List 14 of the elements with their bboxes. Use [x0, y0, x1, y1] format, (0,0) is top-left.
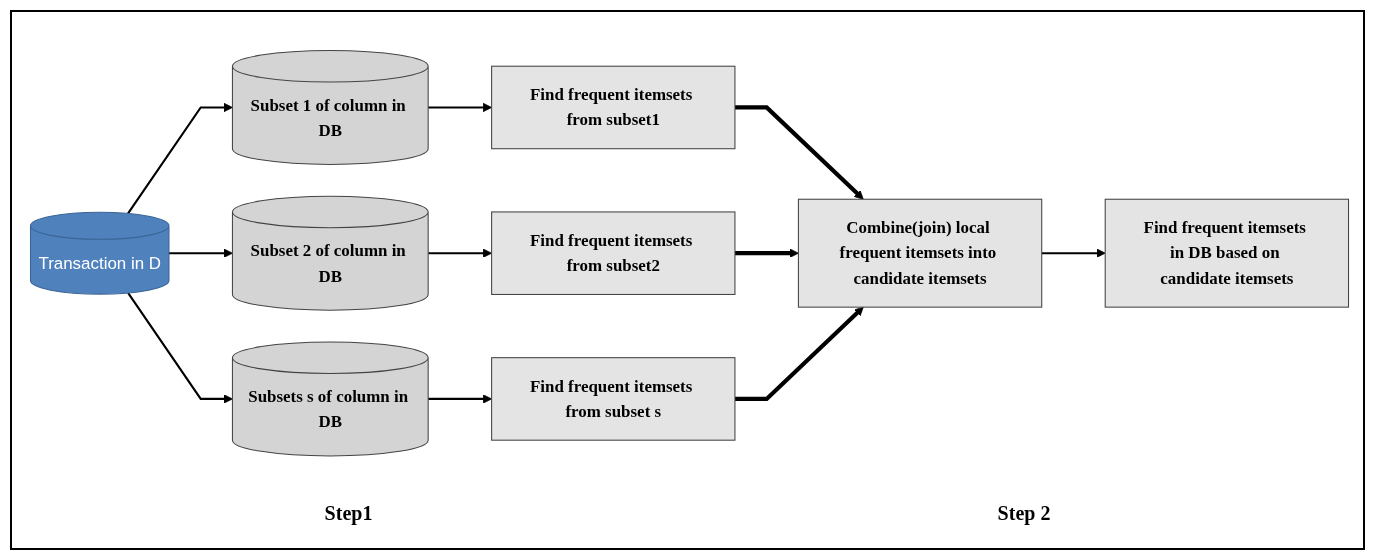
arrow: [734, 306, 864, 401]
step-label: Step1: [324, 502, 373, 525]
arrow: [734, 248, 799, 258]
arrow: [1041, 248, 1106, 258]
node-box: Find frequent itemsets from subset s: [491, 356, 736, 441]
node-box: Find frequent itemsets from subset1: [491, 65, 736, 150]
node-box: Find frequent itemsets in DB based on candidate itemsets: [1104, 198, 1350, 308]
node-box: Combine(join) local frequent itemsets into candidate itemsets: [797, 198, 1043, 308]
arrow: [168, 248, 233, 258]
node-box: Find frequent itemsets from subset2: [491, 211, 736, 295]
arrow: [734, 105, 864, 200]
arrow: [127, 102, 233, 214]
arrow: [127, 292, 233, 404]
step-label: Step 2: [997, 502, 1051, 525]
